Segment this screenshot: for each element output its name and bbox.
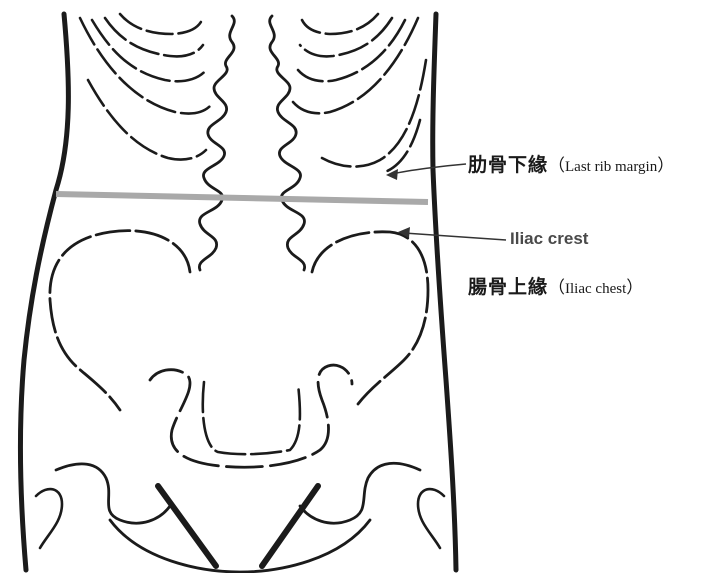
- left-femur-line: [158, 486, 216, 566]
- left-body-contour: [20, 14, 68, 570]
- last-rib-label: 肋骨下緣（Last rib margin）: [468, 156, 674, 175]
- spine-right-edge: [270, 16, 305, 270]
- pelvic-floor: [110, 520, 370, 572]
- last-rib-label-close-paren: ）: [657, 156, 674, 175]
- last-rib-label-cjk: 肋骨下緣: [468, 154, 548, 176]
- iliac-chest-label-en: Iliac chest: [565, 281, 626, 297]
- spine: [199, 16, 304, 270]
- last-rib-arrow: [392, 164, 466, 174]
- left-rib-4: [120, 14, 202, 34]
- iliac-chest-label-cjk: 腸骨上緣: [468, 276, 548, 298]
- last-rib-label-en: Last rib margin: [565, 159, 657, 175]
- sacrum-outline: [203, 382, 300, 454]
- left-iliac-wing: [50, 231, 190, 410]
- left-hip-joint: [36, 489, 62, 548]
- right-rib-lowest: [385, 120, 420, 172]
- iliac-crest-label: Iliac crest: [510, 230, 588, 247]
- right-body-contour: [433, 14, 456, 570]
- spine-left-edge: [199, 16, 234, 270]
- last-rib-label-open-paren: （: [548, 156, 565, 175]
- iliac-chest-label: 腸骨上緣（Iliac chest）: [468, 278, 643, 297]
- right-rib-lower: [322, 60, 426, 167]
- right-rib-3: [300, 18, 392, 56]
- left-rib-3: [105, 18, 203, 56]
- iliac-chest-label-open-paren: （: [548, 278, 565, 297]
- rib-cage: [80, 14, 426, 172]
- right-femur-line: [262, 486, 318, 566]
- pubic-arch-right: [300, 463, 420, 523]
- body-outline: [20, 14, 456, 570]
- left-rib-5: [88, 80, 206, 160]
- pelvic-inlet: [150, 365, 352, 467]
- last-rib-level-line: [56, 194, 428, 202]
- right-iliac-wing: [312, 232, 428, 404]
- right-rib-4: [302, 14, 378, 34]
- right-hip-joint: [418, 489, 444, 548]
- pubic-arch-left: [56, 464, 170, 523]
- iliac-crest-arrow: [404, 233, 506, 240]
- iliac-chest-label-close-paren: ）: [626, 278, 643, 297]
- pelvis: [36, 231, 444, 572]
